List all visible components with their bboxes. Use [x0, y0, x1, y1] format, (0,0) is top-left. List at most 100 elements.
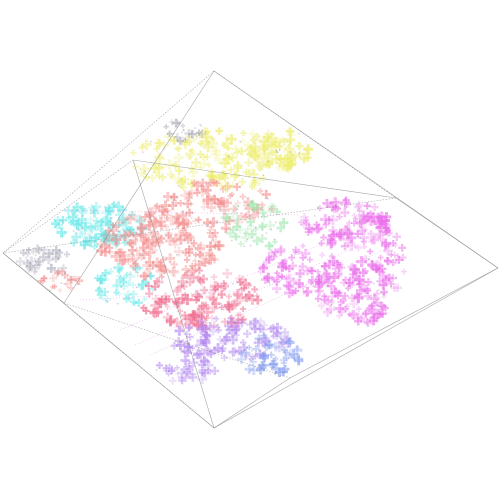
fractal-flake — [177, 199, 184, 207]
texture-speck — [192, 369, 194, 371]
fractal-flake — [280, 137, 289, 146]
texture-speck — [262, 174, 265, 177]
fractal-flake — [125, 230, 134, 238]
fractal-flake — [87, 225, 96, 234]
texture-speck — [130, 273, 132, 276]
fractal-flake — [217, 290, 226, 299]
fractal-flake — [138, 224, 148, 233]
fractal-flake — [401, 268, 407, 275]
fractal-flake — [271, 142, 277, 149]
texture-speck — [53, 270, 55, 272]
fractal-flake — [268, 351, 275, 359]
fractal-flake — [217, 170, 228, 181]
fractal-flake — [262, 139, 273, 150]
fractal-flake — [69, 238, 78, 247]
fractal-flake — [102, 213, 113, 224]
fractal-flake — [239, 137, 246, 145]
fractal-flake — [142, 234, 150, 242]
fractal-flake — [131, 163, 140, 171]
fractal-flake — [142, 173, 150, 181]
fractal-flake — [185, 153, 193, 161]
fractal-flake — [77, 215, 87, 224]
texture-speck — [276, 151, 279, 154]
texture-speck — [177, 185, 180, 187]
texture-speck — [73, 275, 75, 278]
fractal-flake — [221, 142, 228, 149]
fractal-flake — [186, 266, 197, 277]
texture-speck — [280, 342, 283, 345]
fractal-flake — [153, 168, 161, 177]
fractal-flake — [306, 256, 313, 263]
fractal-flake — [164, 215, 170, 221]
fractal-flake — [248, 183, 256, 190]
fractal-flake — [140, 235, 149, 244]
fractal-flake — [223, 151, 229, 158]
fractal-flake — [173, 133, 182, 142]
fractal-flake — [271, 154, 281, 164]
fractal-flake — [257, 188, 264, 194]
fractal-flake — [158, 173, 167, 182]
fractal-flake — [233, 149, 241, 157]
fractal-flake — [286, 127, 295, 136]
fractal-flake — [113, 282, 120, 289]
fractal-flake — [167, 170, 175, 179]
texture-speck — [232, 283, 234, 285]
texture-speck — [270, 228, 273, 231]
fractal-flake — [300, 156, 308, 164]
texture-speck — [243, 350, 245, 352]
texture-speck — [132, 254, 134, 256]
fractal-flake — [122, 295, 131, 303]
texture-speck — [368, 258, 370, 260]
texture-speck — [279, 149, 281, 151]
texture-speck — [184, 318, 186, 321]
fractal-flake — [139, 144, 146, 150]
fractal-flake — [175, 177, 187, 189]
fractal-flake — [91, 201, 102, 212]
octahedron-wireframe — [2, 70, 499, 429]
texture-speck — [142, 254, 144, 256]
texture-speck — [298, 132, 300, 135]
fractal-flake — [230, 171, 240, 181]
fractal-flake — [211, 146, 221, 156]
fractal-flake — [180, 123, 186, 129]
fractal-flake — [191, 157, 201, 168]
fractal-flake — [226, 134, 237, 145]
texture-speck — [265, 232, 268, 234]
fractal-flake — [180, 139, 191, 150]
fractal-flake — [102, 294, 112, 304]
fractal-flake — [184, 148, 196, 160]
fractal-flake — [276, 143, 283, 150]
fractal-flake — [121, 275, 127, 281]
fractal-flake — [129, 298, 138, 306]
fractal-flake — [192, 217, 199, 225]
fractal-flake — [253, 295, 263, 305]
fractal-flake — [176, 136, 181, 142]
fractal-flake — [54, 225, 60, 231]
texture-speck — [184, 138, 187, 140]
fractal-flake — [363, 202, 371, 210]
fractal-flake — [113, 201, 124, 212]
texture-speck — [175, 135, 177, 138]
fractal-flake — [188, 167, 199, 178]
fractal-flake — [262, 161, 270, 169]
fractal-flake — [189, 147, 195, 154]
fractal-flake-layer — [15, 118, 407, 385]
texture-speck — [136, 275, 139, 277]
fractal-flake — [225, 145, 232, 152]
texture-speck — [201, 129, 204, 131]
texture-speck — [298, 152, 300, 154]
fractal-flake — [136, 222, 147, 233]
fractal-flake — [228, 152, 238, 163]
fractal-flake — [258, 221, 267, 230]
fractal-flake — [191, 135, 198, 143]
fractal-flake — [147, 235, 159, 246]
texture-speck — [223, 309, 225, 311]
fractal-flake — [262, 132, 272, 142]
texture-speck — [258, 338, 260, 341]
fractal-flake — [46, 263, 56, 273]
fractal-flake — [118, 215, 127, 225]
fractal-flake — [255, 176, 264, 184]
texture-speck — [181, 131, 183, 134]
fractal-flake — [96, 285, 103, 292]
texture-speck — [372, 261, 374, 263]
